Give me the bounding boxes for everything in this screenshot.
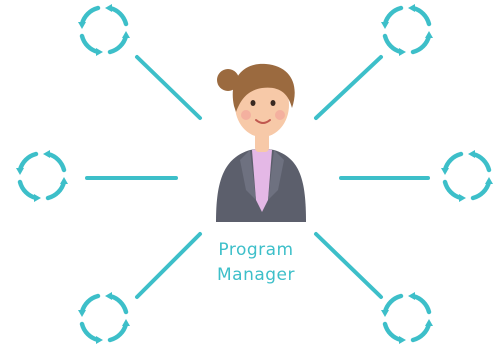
hair-bun xyxy=(217,69,239,91)
lapel-left xyxy=(240,150,256,200)
caption-manager: Manager xyxy=(216,265,296,285)
cheek-right xyxy=(275,110,285,120)
connectors xyxy=(85,55,430,299)
connector-top-left xyxy=(135,55,202,120)
connector-top-right xyxy=(314,55,383,120)
shirt xyxy=(252,148,272,212)
lapel-right xyxy=(268,150,284,200)
connector-bottom-left xyxy=(135,232,202,299)
hair xyxy=(232,63,295,112)
cycle-arrows-icon xyxy=(441,150,493,202)
eye-right xyxy=(270,100,276,106)
cycle-arrows-icon xyxy=(78,4,130,56)
program-manager-avatar xyxy=(216,63,306,222)
cycle-arrows-icon xyxy=(78,292,130,344)
connector-bottom-right xyxy=(314,232,383,299)
eye-left xyxy=(250,100,256,106)
neck xyxy=(255,132,269,152)
cycle-arrows-icon xyxy=(16,150,68,202)
caption-program: Program xyxy=(218,240,294,260)
cheek-left xyxy=(241,110,251,120)
mouth xyxy=(255,119,271,124)
cycle-arrows-icon xyxy=(381,4,433,56)
cycle-arrows-icon xyxy=(381,292,433,344)
